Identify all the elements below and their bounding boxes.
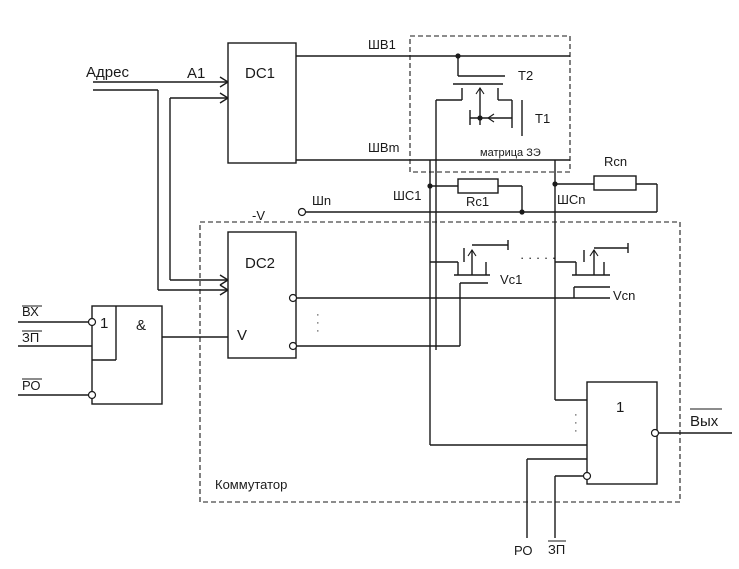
t2-label: T2 (518, 68, 533, 83)
t1-label: T1 (535, 111, 550, 126)
ro-label: РО (22, 378, 41, 393)
matrix-region (409, 35, 571, 173)
or-gate-symbol: 1 (616, 399, 624, 416)
dc2-vertical-dots: · (316, 309, 320, 321)
kommutator-label: Коммутатор (215, 477, 287, 492)
shv1-label: ШВ1 (368, 37, 396, 52)
dc1-label: DC1 (245, 65, 275, 82)
svg-text:·: · (316, 325, 320, 337)
minus-v-label: -V (252, 208, 265, 223)
vc1-label: Vc1 (500, 272, 522, 287)
shvm-label: ШВm (368, 140, 399, 155)
vx-label: ВХ (22, 304, 39, 319)
resistor-rcn (593, 175, 637, 191)
svg-text:·: · (574, 425, 578, 437)
zp-label: ЗП (22, 330, 39, 345)
rc1-label: Rc1 (466, 194, 489, 209)
svg-text:·: · (316, 317, 320, 329)
vcn-label: Vcn (613, 288, 635, 303)
svg-text:·: · (574, 409, 578, 421)
matrix-label: матрица ЗЭ (480, 147, 541, 159)
address-bus (93, 76, 230, 296)
shs1-label: ШС1 (393, 188, 422, 203)
input-gate-block (91, 305, 163, 405)
dc2-block (227, 231, 297, 359)
zp-bottom-label: ЗП (548, 542, 565, 557)
transistor-t2 (435, 56, 513, 350)
a1-label: A1 (187, 65, 205, 82)
shsn-label: ШСn (557, 192, 586, 207)
resistor-rc1 (457, 178, 499, 194)
horizontal-dots: · · · · · (520, 250, 556, 265)
transistor-vcn (555, 243, 629, 276)
kommutator-region (199, 221, 681, 503)
gate-or-symbol: 1 (100, 315, 108, 332)
rcn-label: Rcn (604, 154, 627, 169)
dc2-label: DC2 (245, 255, 275, 272)
address-label: Адрес (86, 64, 129, 81)
output-gate-block (586, 381, 658, 485)
gate-and-symbol: & (136, 317, 146, 334)
transistor-vc1 (430, 240, 509, 276)
shn-label: Шn (312, 193, 331, 208)
v-input-label: V (237, 327, 247, 344)
svg-text:·: · (574, 417, 578, 429)
ro-bottom-label: РО (514, 543, 533, 558)
transistor-t1 (469, 100, 523, 136)
dc1-block (227, 42, 297, 164)
out-label: Вых (690, 413, 719, 430)
